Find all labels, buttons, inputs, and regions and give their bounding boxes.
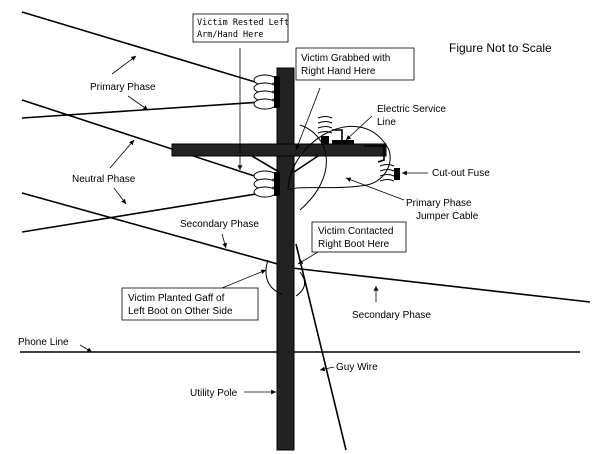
- leader-primary-phase-2: [127, 95, 149, 111]
- cutout-fuse-text: Cut-out Fuse: [432, 168, 490, 179]
- victim-rested-box: [192, 13, 289, 43]
- guy-wire: [295, 243, 347, 451]
- victim-rested-text-2: Arm/Hand Here: [197, 30, 264, 40]
- leader-primary-jumper: [345, 177, 405, 201]
- primary-jumper-cable: [287, 126, 391, 191]
- utility-pole: [276, 67, 295, 451]
- leader-neutral-phase-1: [109, 139, 135, 169]
- victim-contacted-text-1: Victim Contacted: [318, 226, 393, 237]
- primary-phase-top-text: Primary Phase: [90, 82, 156, 93]
- primary-jumper-text-2: Jumper Cable: [416, 211, 479, 222]
- victim-planted-box: [121, 287, 259, 321]
- electric-service-text-2: Line: [377, 117, 396, 128]
- leader-victim-grabbed: [295, 87, 321, 151]
- victim-boot-arc: [265, 259, 283, 295]
- leader-secondary-left: [221, 233, 227, 249]
- utility-pole-text: Utility Pole: [190, 388, 238, 399]
- leader-primary-phase-1: [111, 55, 137, 75]
- leader-neutral-phase-2: [113, 187, 127, 205]
- crossarm: [171, 143, 387, 157]
- neutral-phase-text: Neutral Phase: [72, 174, 136, 185]
- neutral-phase-wire-lower: [21, 192, 263, 233]
- leader-phone-line: [79, 344, 93, 353]
- secondary-wire-left: [21, 192, 293, 269]
- secondary-phase-right-text: Secondary Phase: [352, 310, 431, 321]
- service-insulator-coil: [317, 116, 354, 144]
- victim-rested-text-1: Victim Rested Left: [197, 18, 289, 28]
- lower-insulator: [253, 170, 280, 198]
- electric-service-text-1: Electric Service: [377, 104, 446, 115]
- phone-line-text: Phone Line: [18, 337, 69, 348]
- leader-victim-planted: [221, 269, 267, 289]
- leader-victim-contacted: [297, 251, 319, 265]
- victim-contacted-box: [311, 221, 407, 253]
- crossarm-brace-right: [293, 155, 319, 173]
- upper-insulator: [253, 74, 280, 110]
- primary-jumper-text-1: Primary Phase: [406, 198, 472, 209]
- victim-planted-text-1: Victim Planted Gaff of: [128, 293, 225, 304]
- leader-guy-wire: [319, 366, 335, 372]
- figure-note: Figure Not to Scale: [449, 41, 552, 55]
- secondary-phase-left-text: Secondary Phase: [180, 219, 259, 230]
- primary-phase-wire-upper: [21, 11, 283, 91]
- primary-phase-wire-lower: [21, 101, 263, 119]
- secondary-wire-right: [291, 267, 591, 303]
- victim-grabbed-text-2: Right Hand Here: [301, 66, 376, 77]
- guy-wire-text: Guy Wire: [336, 362, 378, 373]
- victim-grabbed-box: [295, 47, 415, 81]
- victim-contacted-text-2: Right Boot Here: [318, 239, 390, 250]
- neutral-phase-wire-upper: [21, 99, 283, 186]
- leader-electric-service: [345, 115, 373, 141]
- victim-grabbed-text-1: Victim Grabbed with: [301, 53, 390, 64]
- victim-planted-text-2: Left Boot on Other Side: [128, 306, 233, 317]
- victim-boot-arc-right: [295, 271, 306, 297]
- victim-hand-arc: [299, 124, 327, 211]
- crossarm-brace-left: [251, 155, 280, 173]
